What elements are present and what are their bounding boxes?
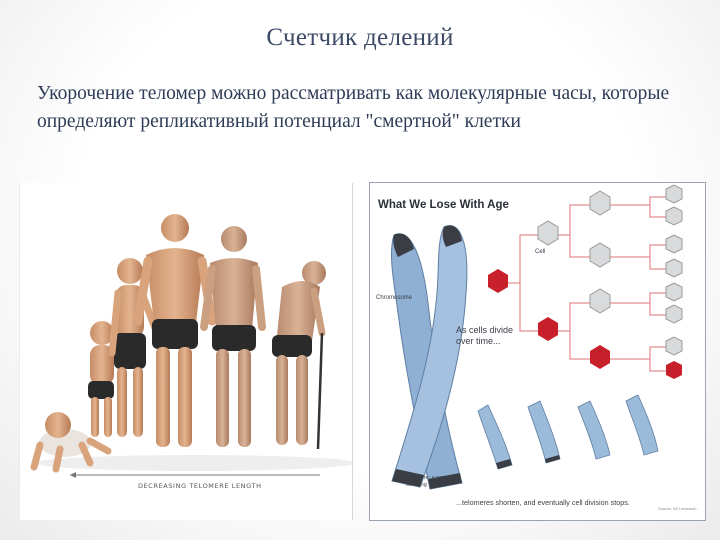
shortening-segments — [477, 394, 659, 470]
cell-icons — [488, 184, 683, 379]
cell-label: Cell — [535, 249, 546, 255]
aging-figures-image: DECREASING TELOMERE LENGTH — [19, 183, 353, 520]
slide-title: Счетчик делений — [266, 24, 454, 51]
diagram-title: What We Lose With Age — [378, 199, 509, 211]
slide-body-text: Укорочение теломер можно рассматривать к… — [37, 83, 670, 132]
division-tree — [498, 196, 666, 372]
telomere-label: Telomere: a protective covering — [406, 475, 461, 488]
elderly-figure — [272, 261, 326, 450]
toddler-figure — [88, 321, 114, 437]
middle-aged-figure — [200, 226, 266, 447]
telomere-axis-label: DECREASING TELOMERE LENGTH — [138, 482, 262, 490]
chromosome-label: Chromosome — [376, 295, 413, 301]
telomere-diagram-image: What We Lose With Age Cell Chromosome As… — [369, 182, 706, 521]
bottom-caption: ...telomeres shorten, and eventually cel… — [456, 498, 630, 507]
source-credit: Source: NCI research — [658, 506, 697, 511]
baby-figure — [30, 412, 112, 473]
chromosome-shape — [390, 225, 468, 490]
child-figure — [108, 258, 160, 437]
telomere-diagram-illustration — [390, 184, 683, 490]
young-man-figure — [133, 214, 217, 447]
division-label: As cells divide over time... — [456, 325, 514, 346]
aging-figures-illustration — [30, 214, 352, 478]
